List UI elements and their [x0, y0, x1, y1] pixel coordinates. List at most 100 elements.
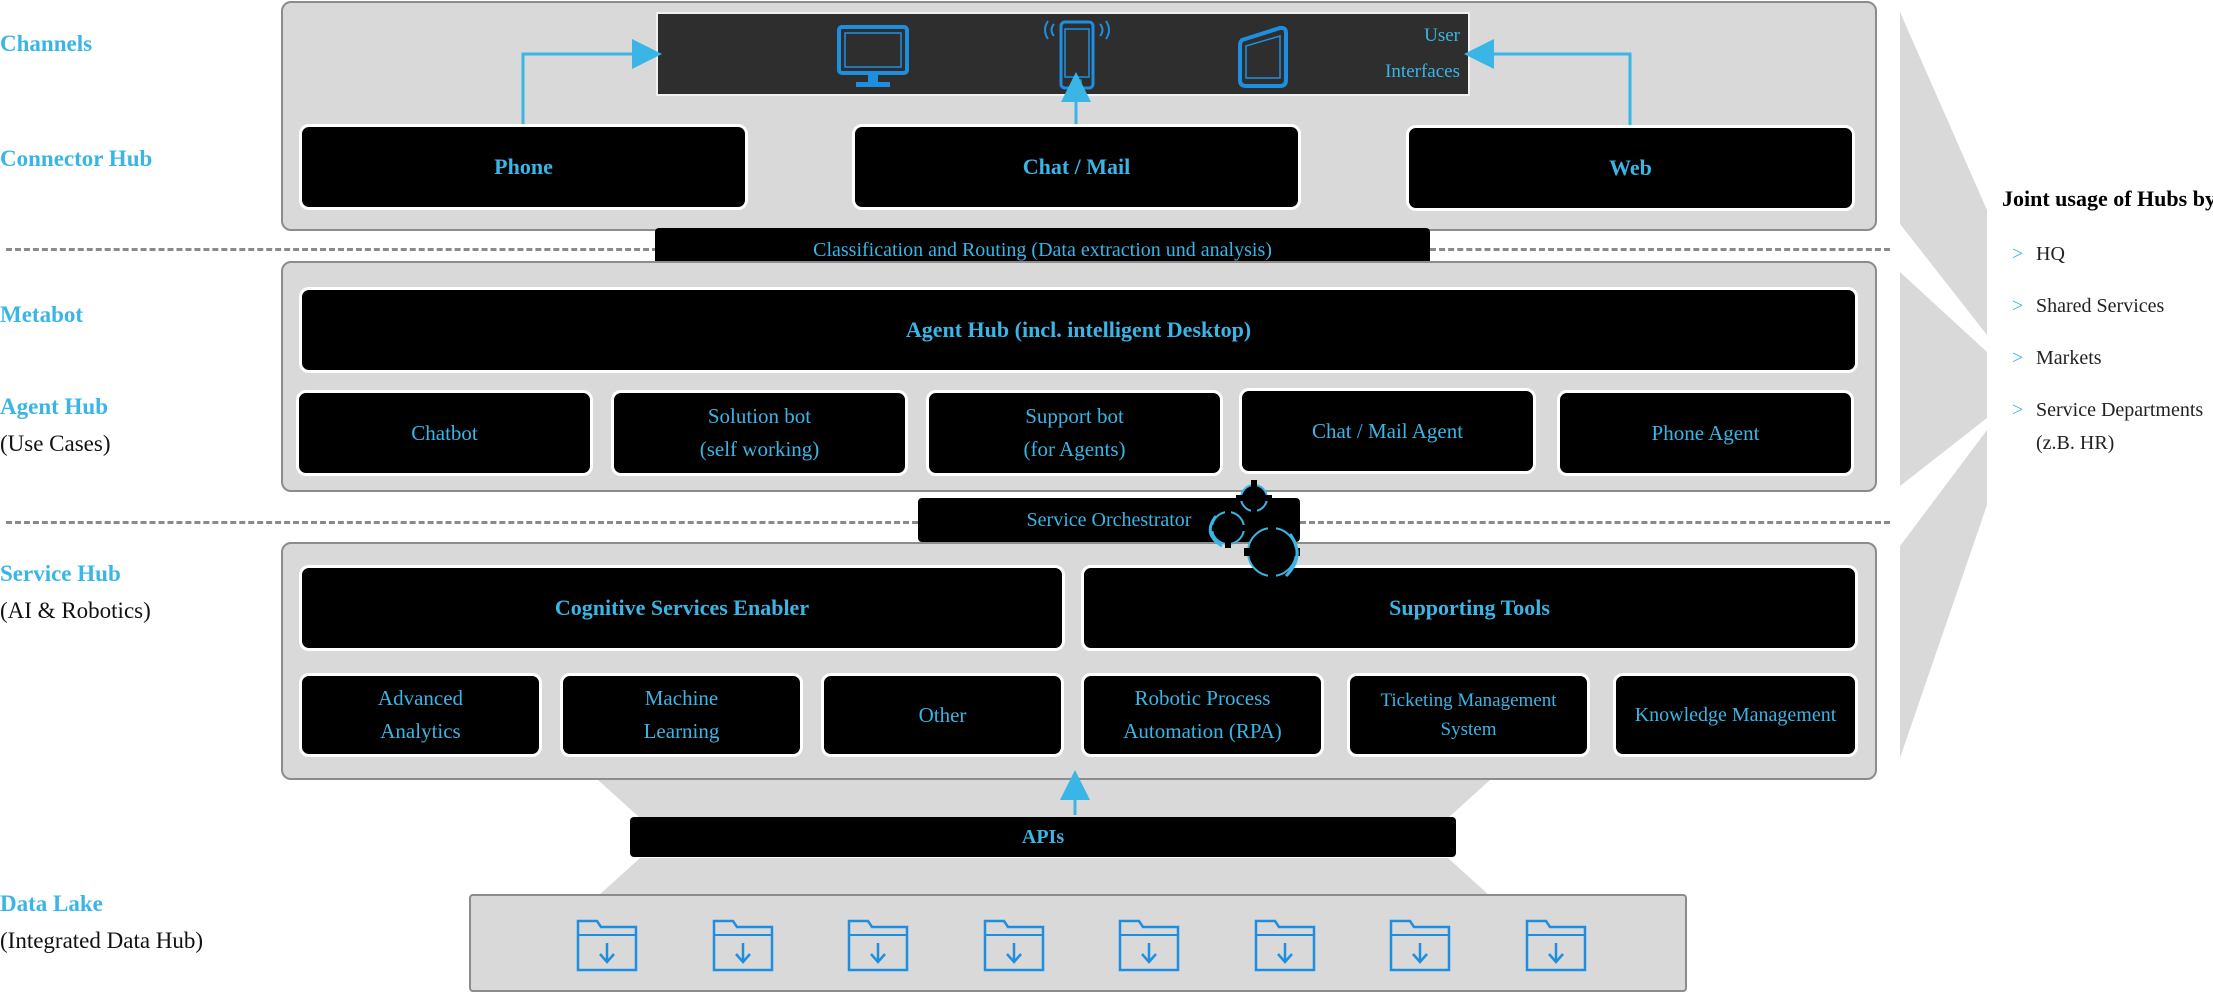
wedge-bottom [1900, 430, 1987, 758]
chevron-icon: > [2012, 295, 2024, 317]
tablet-icon [1238, 25, 1288, 88]
joint-usage-item: HQ [2036, 243, 2065, 265]
agent-line2: (self working) [699, 437, 820, 461]
arrow-phone-to-ui [521, 39, 662, 124]
agent-phone-agent[interactable]: Phone Agent [1557, 390, 1854, 476]
folder-download-icon [1118, 919, 1180, 972]
connector-web[interactable]: Web [1406, 125, 1855, 211]
folder-download-icon [847, 919, 909, 972]
layer-subtitle: (Integrated Data Hub) [0, 927, 204, 953]
agent-line1: Support bot [1025, 404, 1124, 429]
folder-download-icon [1254, 919, 1315, 972]
agent-line1: Chat / Mail Agent [1311, 418, 1464, 443]
layer-title: Data Lake [0, 891, 103, 916]
data-lake-panel [469, 894, 1687, 992]
connector-label: Chat / Mail [1022, 153, 1131, 179]
user-interfaces-label: User Interfaces [1385, 18, 1460, 90]
connector-label: Web [1609, 154, 1652, 180]
chevron-icon: > [2012, 347, 2024, 369]
apis-bar: APIs [630, 817, 1456, 857]
wedge-top [1900, 12, 1987, 335]
connector-chat-mail[interactable]: Chat / Mail [852, 124, 1301, 210]
apis-label: APIs [1021, 825, 1065, 848]
list-item: > HQ [2012, 238, 2203, 271]
list-item: > Markets [2012, 342, 2203, 375]
layer-title: Connector Hub [0, 146, 153, 171]
wedge-middle [1900, 272, 1987, 486]
orchestrator-label: Service Orchestrator [1026, 508, 1192, 531]
user-interfaces-line1: User [1424, 25, 1460, 46]
user-interfaces-line2: Interfaces [1385, 61, 1460, 82]
service-line2: System [1440, 719, 1497, 740]
service-main-label: Cognitive Services Enabler [554, 594, 810, 620]
service-line2: Analytics [380, 719, 461, 743]
arrow-web-to-ui [1464, 39, 1632, 125]
separator-right-2 [1300, 521, 1890, 524]
list-item: > Service Departments (z.B. HR) [2012, 394, 2203, 460]
layer-subtitle: (AI & Robotics) [0, 597, 151, 623]
joint-usage-item: Shared Services [2036, 295, 2165, 317]
monitor-icon [837, 25, 909, 87]
layer-label-channels: Channels [0, 30, 92, 59]
joint-usage-title: Joint usage of Hubs by: [2002, 186, 2213, 211]
service-line1: Other [918, 702, 967, 727]
folder-download-icon [983, 919, 1044, 972]
layer-subtitle: (Use Cases) [0, 430, 111, 456]
layer-label-service-hub: Service Hub (AI & Robotics) [0, 560, 151, 626]
service-line1: Knowledge Management [1634, 703, 1837, 726]
folder-download-icon [576, 919, 638, 972]
service-main-label: Supporting Tools [1389, 594, 1550, 620]
agent-support-bot[interactable]: Support bot (for Agents) [926, 390, 1223, 476]
funnel-top [598, 780, 1490, 818]
layer-title: Service Hub [0, 561, 121, 586]
chevron-icon: > [2012, 399, 2024, 421]
agent-line1: Solution bot [707, 404, 812, 429]
layer-label-metabot: Metabot [0, 301, 83, 330]
agent-hub-main-label: Agent Hub (incl. intelligent Desktop) [905, 316, 1252, 342]
layer-label-agent-hub: Agent Hub (Use Cases) [0, 393, 111, 459]
layer-title: Agent Hub [0, 394, 108, 419]
list-item: > Shared Services [2012, 290, 2203, 323]
service-line1: Robotic Process [1134, 686, 1271, 711]
folder-download-icon [712, 919, 773, 972]
agent-line1: Phone Agent [1651, 420, 1760, 445]
layer-label-connector-hub: Connector Hub [0, 145, 152, 174]
joint-usage-list: > HQ > Shared Services > Markets > Service D… [2012, 238, 2203, 479]
service-other[interactable]: Other [821, 673, 1064, 757]
joint-usage-item: Service Departments [2036, 399, 2204, 421]
layer-label-data-lake: Data Lake (Integrated Data Hub) [0, 890, 203, 956]
service-line1: Ticketing Management [1380, 689, 1557, 711]
agent-line2: (for Agents) [1023, 437, 1126, 461]
cognitive-services-enabler[interactable]: Cognitive Services Enabler [299, 565, 1065, 651]
connector-phone[interactable]: Phone [299, 124, 748, 210]
joint-usage-item: Markets [2036, 347, 2102, 369]
separator-right-1 [1430, 248, 1890, 251]
agent-solution-bot[interactable]: Solution bot (self working) [611, 390, 908, 476]
layer-title: Channels [0, 31, 93, 56]
folder-download-icon [1525, 919, 1586, 972]
separator-left-2 [6, 521, 918, 524]
service-line2: Automation (RPA) [1123, 719, 1282, 743]
agent-chatbot[interactable]: Chatbot [296, 390, 593, 476]
folder-download-icon [1389, 919, 1451, 972]
agent-line1: Chatbot [411, 420, 478, 445]
service-line2: Learning [643, 719, 720, 743]
agent-hub-main-box[interactable]: Agent Hub (incl. intelligent Desktop) [299, 287, 1858, 373]
funnel-bottom [598, 858, 1490, 896]
agent-chat-mail-agent[interactable]: Chat / Mail Agent [1239, 388, 1536, 474]
service-knowledge-management[interactable]: Knowledge Management [1613, 673, 1858, 757]
supporting-tools[interactable]: Supporting Tools [1081, 565, 1858, 651]
service-line1: Advanced [377, 686, 464, 711]
separator-left-1 [6, 248, 658, 251]
service-line1: Machine [644, 686, 719, 711]
joint-usage-item-sub: (z.B. HR) [2036, 432, 2115, 454]
chevron-icon: > [2012, 243, 2024, 265]
routing-label: Classification and Routing (Data extract… [813, 238, 1272, 261]
gears-icon [1208, 480, 1300, 580]
